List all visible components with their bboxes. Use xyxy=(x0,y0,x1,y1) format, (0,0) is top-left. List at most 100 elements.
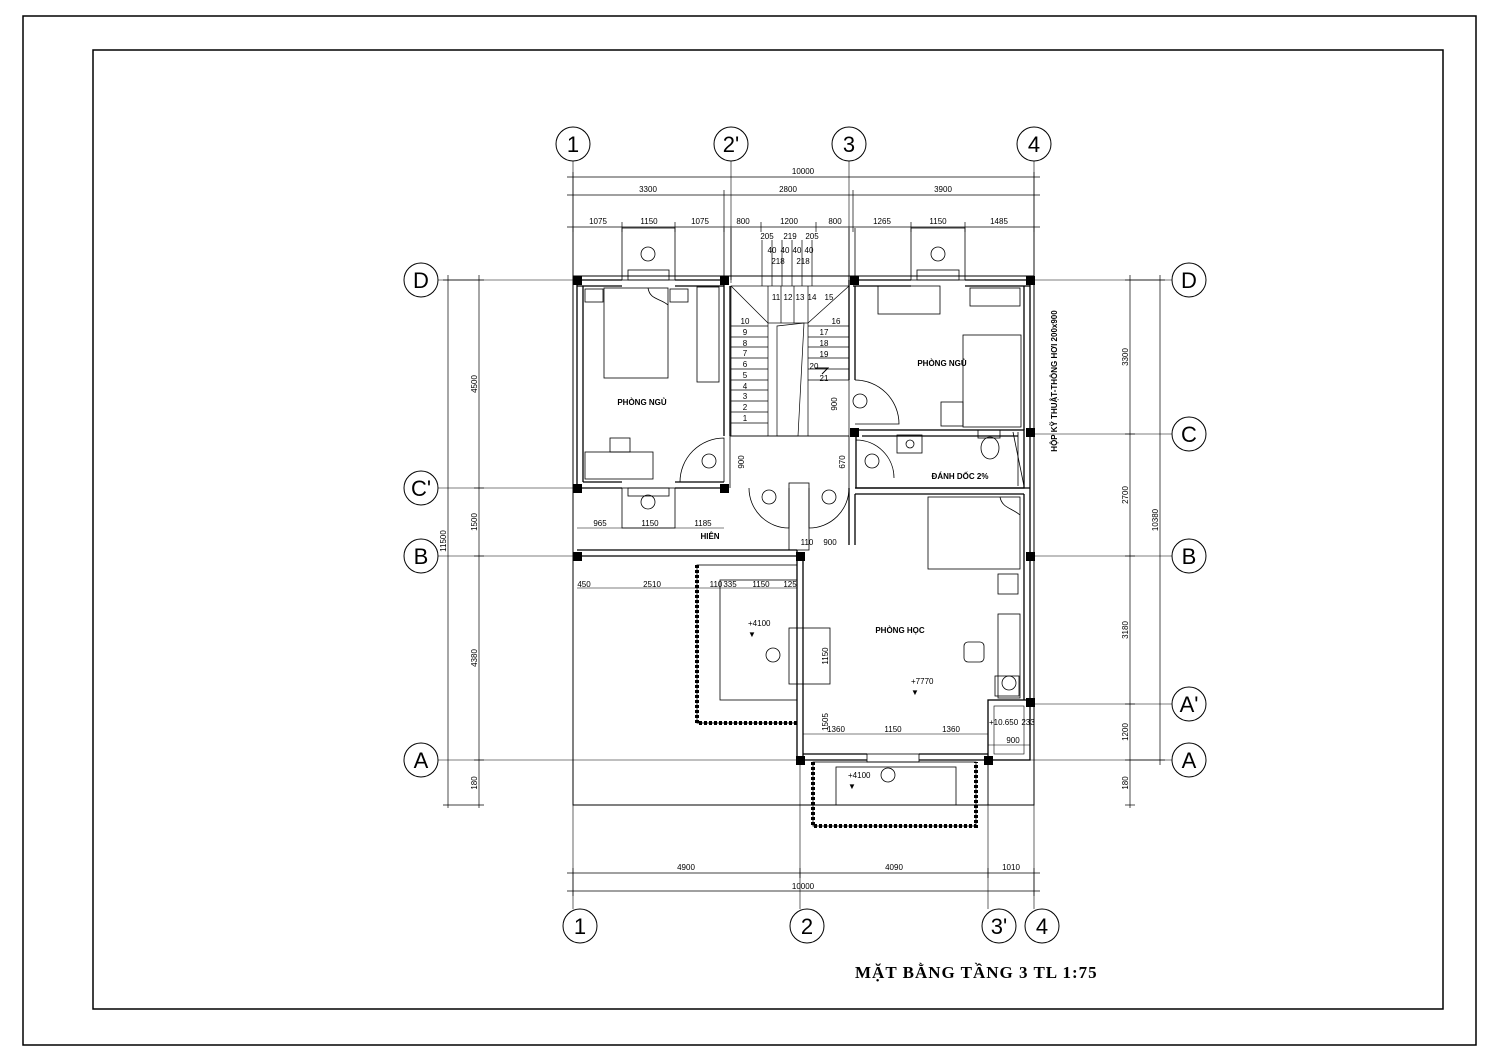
stair-dim: 40 xyxy=(793,246,802,255)
grid-top-4: 4 xyxy=(1028,132,1040,157)
stair-step: 14 xyxy=(808,293,817,302)
stair-step: 12 xyxy=(784,293,793,302)
dim-b-2: 2510 xyxy=(643,580,661,589)
grid-right-d: D xyxy=(1181,268,1197,293)
stair-dim: 218 xyxy=(796,257,810,266)
dim-bottom-1: 4900 xyxy=(677,863,695,872)
dim-b-6: 125 xyxy=(783,580,797,589)
stair-dim: 218 xyxy=(771,257,785,266)
dim-top-detail-2: 1150 xyxy=(640,217,658,226)
room-bedroom-right: PHÒNG NGỦ xyxy=(917,359,967,368)
dim-left-2: 1500 xyxy=(470,513,479,531)
grid-right-c: C xyxy=(1181,422,1197,447)
stair-step: 5 xyxy=(743,371,748,380)
stair-step: 8 xyxy=(743,339,748,348)
technical-duct-label: HỘP KỸ THUẬT-THÔNG HƠI 200x900 xyxy=(1050,310,1059,452)
dim-top-mid-3: 3900 xyxy=(934,185,952,194)
dim-wc-door: 670 xyxy=(838,455,847,469)
stair-step: 9 xyxy=(743,328,748,337)
dim-left-total: 11500 xyxy=(439,530,448,552)
dim-b-5: 1150 xyxy=(752,580,770,589)
dim-top-detail-3: 1075 xyxy=(691,217,709,226)
grid-labels: 1 2' 3 4 1 2 3' 4 D C' B A D C B A' A xyxy=(411,132,1198,939)
grid-top-2p: 2' xyxy=(723,132,739,157)
dim-study-win: 1150 xyxy=(821,647,830,665)
stair-step: 17 xyxy=(820,328,829,337)
bottom-dimensions: 4900 4090 1010 10000 xyxy=(677,863,1020,891)
grid-top-3: 3 xyxy=(843,132,855,157)
staircase xyxy=(730,240,850,437)
stair-step: 6 xyxy=(743,360,748,369)
dim-top-detail-9: 1485 xyxy=(990,217,1008,226)
left-dimension-lines xyxy=(443,275,484,808)
dim-door-right: 900 xyxy=(830,397,839,411)
grid-right-a: A xyxy=(1182,748,1197,773)
grid-lines xyxy=(438,161,1172,909)
right-dimensions: 10380 3300 2700 3180 1200 180 xyxy=(1121,348,1160,790)
dim-top-total: 10000 xyxy=(792,167,815,176)
dim-study-3: 1360 xyxy=(942,725,960,734)
room-balcony: HIÊN xyxy=(700,532,719,541)
stair-step: 11 xyxy=(772,293,781,302)
inner-dimension-lines xyxy=(577,527,1030,746)
stair-step: 1 xyxy=(743,414,748,423)
windows xyxy=(572,227,1035,763)
stair-numbers: 10 9 8 7 6 5 4 3 2 1 11 12 13 14 15 16 1… xyxy=(741,232,841,423)
dim-top-detail-1: 1075 xyxy=(589,217,607,226)
stair-step: 19 xyxy=(820,350,829,359)
stair-step: 10 xyxy=(741,317,750,326)
dim-door-left: 900 xyxy=(737,455,746,469)
stair-step: 7 xyxy=(743,349,748,358)
dim-study-2: 1150 xyxy=(884,725,902,734)
left-dimensions: 11500 4500 1500 4380 180 xyxy=(439,375,479,790)
dim-top-detail-4: 800 xyxy=(736,217,750,226)
drawing-title: MẶT BẰNG TẦNG 3 TL 1:75 xyxy=(855,963,1098,982)
dim-right-3: 3180 xyxy=(1121,621,1130,639)
dim-bottom-3: 1010 xyxy=(1002,863,1020,872)
stair-dim: 40 xyxy=(768,246,777,255)
dim-study-side: 1505 xyxy=(821,713,830,731)
dim-b-4: 335 xyxy=(723,580,737,589)
dim-left-1: 4500 xyxy=(470,375,479,393)
dim-b-3: 110 xyxy=(710,580,723,589)
dim-hien-1: 965 xyxy=(593,519,607,528)
stair-dim: 40 xyxy=(805,246,814,255)
dim-b-1: 450 xyxy=(577,580,591,589)
top-dimension-lines xyxy=(567,172,1040,232)
inner-dimensions: 965 1150 1185 450 2510 110 335 1150 125 … xyxy=(577,397,1035,745)
inner-sheet-border xyxy=(92,49,1444,1010)
grid-right-ap: A' xyxy=(1180,692,1199,717)
dim-left-3: 4380 xyxy=(470,649,479,667)
level-marks: +4100 ▼ +4100 ▼ +7770 ▼ +10.650 xyxy=(748,619,1019,791)
stair-dim: 205 xyxy=(805,232,819,241)
room-slope-note: ĐÁNH DỐC 2% xyxy=(932,471,989,481)
dim-hien-2: 1150 xyxy=(641,519,659,528)
dim-bottom-total: 10000 xyxy=(792,882,815,891)
stair-step: 18 xyxy=(820,339,829,348)
outer-sheet-border xyxy=(22,15,1477,1046)
stair-step: 2 xyxy=(743,403,748,412)
dim-corr-1: 110 xyxy=(801,538,814,547)
grid-bottom-4: 4 xyxy=(1036,914,1048,939)
dim-corr-2: 900 xyxy=(823,538,837,547)
stair-step: 20 xyxy=(810,362,819,371)
stair-step: 4 xyxy=(743,382,748,391)
walls xyxy=(572,275,1035,806)
grid-left-a: A xyxy=(414,748,429,773)
grid-bottom-1: 1 xyxy=(574,914,586,939)
top-dimensions: 10000 3300 2800 3900 1075 1150 1075 800 … xyxy=(589,167,1008,226)
bottom-dimension-lines xyxy=(567,868,1040,896)
grid-right-b: B xyxy=(1182,544,1197,569)
dim-top-detail-5: 1200 xyxy=(780,217,798,226)
dim-right-total: 10380 xyxy=(1151,508,1160,531)
stair-step: 16 xyxy=(832,317,841,326)
stair-dim: 219 xyxy=(783,232,797,241)
dim-bottom-2: 4090 xyxy=(885,863,903,872)
stair-step: 3 xyxy=(743,392,748,401)
svg-text:▼: ▼ xyxy=(848,782,856,791)
grid-left-b: B xyxy=(414,544,429,569)
dim-study-1: 1360 xyxy=(827,725,845,734)
room-labels: PHÒNG NGỦ PHÒNG NGỦ PHÒNG HỌC HIÊN ĐÁNH … xyxy=(617,310,1059,635)
dim-right-4: 1200 xyxy=(1121,723,1130,741)
right-dimension-lines xyxy=(1125,275,1165,808)
